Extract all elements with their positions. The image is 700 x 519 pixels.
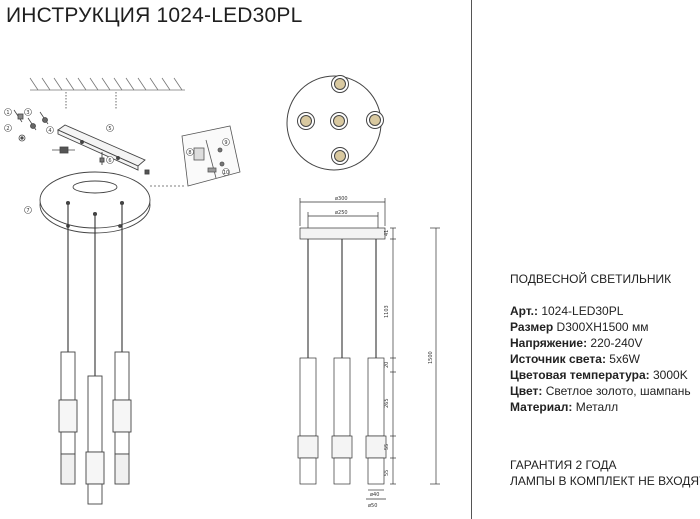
- spec-value: Светлое золото, шампань: [542, 384, 691, 398]
- vertical-divider: [471, 0, 472, 519]
- step-num: 9: [224, 140, 227, 146]
- spec-label: Размер: [510, 320, 554, 334]
- step-num: 3: [26, 110, 29, 116]
- spec-value: 5x6W: [605, 352, 640, 366]
- top-view-sockets: [297, 75, 384, 165]
- pendant-right: [112, 351, 132, 485]
- step-num: 10: [223, 170, 229, 176]
- dim-canopy-height: 41: [384, 230, 390, 236]
- step-num: 1: [6, 110, 9, 116]
- side-pendants: [297, 357, 387, 485]
- product-type: ПОДВЕСНОЙ СВЕТИЛЬНИК: [510, 272, 672, 286]
- ceiling-hatch: [29, 77, 185, 91]
- dim-body-diameter: ø40: [370, 492, 379, 498]
- spec-label: Арт.:: [510, 304, 538, 318]
- dim-tube: 20: [384, 362, 390, 368]
- spec-label: Напряжение:: [510, 336, 588, 350]
- spec-value: 1024-LED30PL: [538, 304, 624, 318]
- dim-d250: ø250: [335, 210, 348, 216]
- spec-light-source: Источник света: 5x6W: [510, 352, 640, 366]
- detail-callout: [150, 125, 241, 187]
- spec-value: 220-240V: [587, 336, 643, 350]
- spec-material: Материал: Металл: [510, 400, 618, 414]
- step-num: 8: [188, 150, 191, 156]
- step-num: 5: [108, 126, 111, 132]
- step-num: 2: [6, 126, 9, 132]
- spec-value: 3000K: [649, 368, 688, 382]
- side-view: [297, 198, 440, 500]
- dim-total-height: 1500: [428, 351, 434, 364]
- cables: [67, 205, 123, 376]
- step-num: 6: [108, 158, 111, 164]
- spec-label: Цвет:: [510, 384, 543, 398]
- spec-label: Материал:: [510, 400, 573, 414]
- warranty-text: ГАРАНТИЯ 2 ГОДА: [510, 458, 617, 472]
- mounting-bracket: [57, 124, 150, 175]
- spec-voltage: Напряжение: 220-240V: [510, 336, 642, 350]
- dim-cable-length: 1103: [384, 305, 390, 318]
- dim-ring-diameter: ø50: [368, 503, 377, 509]
- dim-tail: 55: [384, 470, 390, 476]
- lamps-note: ЛАМПЫ В КОМПЛЕКТ НЕ ВХОДЯТ: [510, 474, 700, 488]
- spec-article: Арт.: 1024-LED30PL: [510, 304, 623, 318]
- assembly-drawing: 1 2 3 4 5 6 7 8 9 10: [4, 75, 440, 509]
- spec-color-temp: Цветовая температура: 3000K: [510, 368, 688, 382]
- spec-label: Цветовая температура:: [510, 368, 650, 382]
- dim-ring: 55: [384, 444, 390, 450]
- pendant-center: [85, 375, 105, 505]
- pendant-left: [58, 351, 78, 485]
- spec-value: D300XH1500 мм: [553, 320, 649, 334]
- spec-label: Источник света:: [510, 352, 606, 366]
- step-labels: 1 2 3 4 5 6 7 8 9 10: [6, 110, 229, 214]
- step-num: 7: [26, 208, 29, 214]
- dim-body: 265: [384, 398, 390, 408]
- page-title: ИНСТРУКЦИЯ 1024-LED30PL: [6, 4, 303, 27]
- step-num: 4: [48, 128, 51, 134]
- screws-group: [13, 92, 117, 154]
- step-markers: [4, 108, 230, 214]
- spec-size: Размер D300XH1500 мм: [510, 320, 648, 334]
- dim-d300: ø300: [335, 196, 348, 202]
- spec-value: Металл: [572, 400, 619, 414]
- top-view: [286, 75, 384, 171]
- dimension-labels: ø300 ø250 41 1103 20 265 55 55 1500 ø40 …: [335, 196, 434, 509]
- spec-color: Цвет: Светлое золото, шампань: [510, 384, 691, 398]
